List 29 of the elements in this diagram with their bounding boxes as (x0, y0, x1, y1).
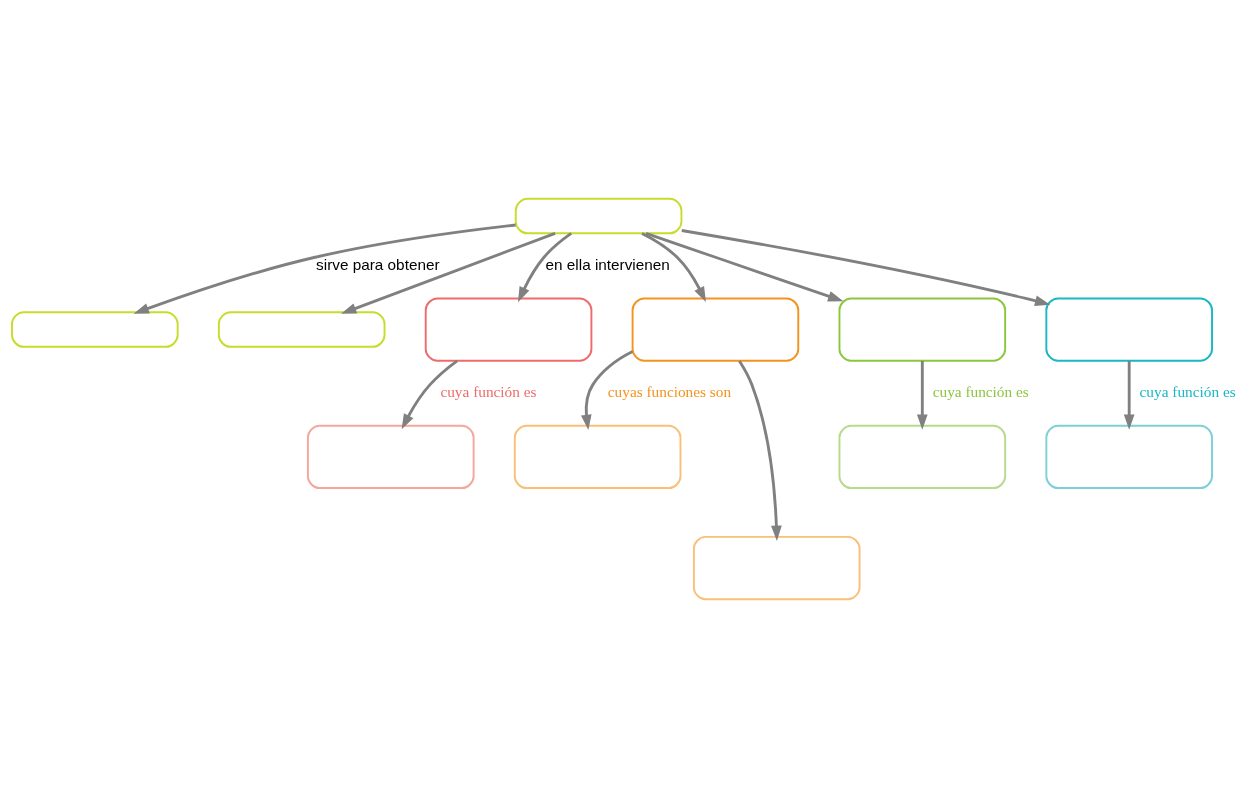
node-box (838, 424, 1007, 490)
arrow (341, 232, 556, 314)
node-box (692, 535, 861, 601)
arrow (916, 360, 928, 430)
node-box (424, 297, 593, 362)
arrow (401, 359, 458, 430)
arrow (580, 350, 634, 431)
arrow (738, 360, 782, 541)
arrow (681, 229, 1051, 307)
node-box (217, 311, 386, 348)
node-box (514, 197, 683, 235)
edge-label: cuya función es (440, 382, 537, 400)
node-box (306, 424, 475, 490)
node-box (1045, 297, 1213, 362)
node-box (631, 297, 800, 362)
arrow (518, 232, 573, 303)
edge-label: cuya función es (932, 382, 1029, 400)
edge-label: sirve para obtener (316, 255, 440, 273)
arrow (645, 232, 844, 302)
edge-label: cuyas funciones son (607, 382, 732, 400)
arrow (641, 232, 706, 303)
arrow (1123, 360, 1135, 430)
arrow (133, 223, 516, 314)
node-box (1045, 424, 1213, 490)
node-box (513, 424, 682, 490)
node-box (838, 297, 1007, 362)
edge-label: cuya función es (1139, 382, 1236, 400)
edge-label: en ella intervienen (545, 255, 670, 273)
node-box (11, 311, 179, 348)
